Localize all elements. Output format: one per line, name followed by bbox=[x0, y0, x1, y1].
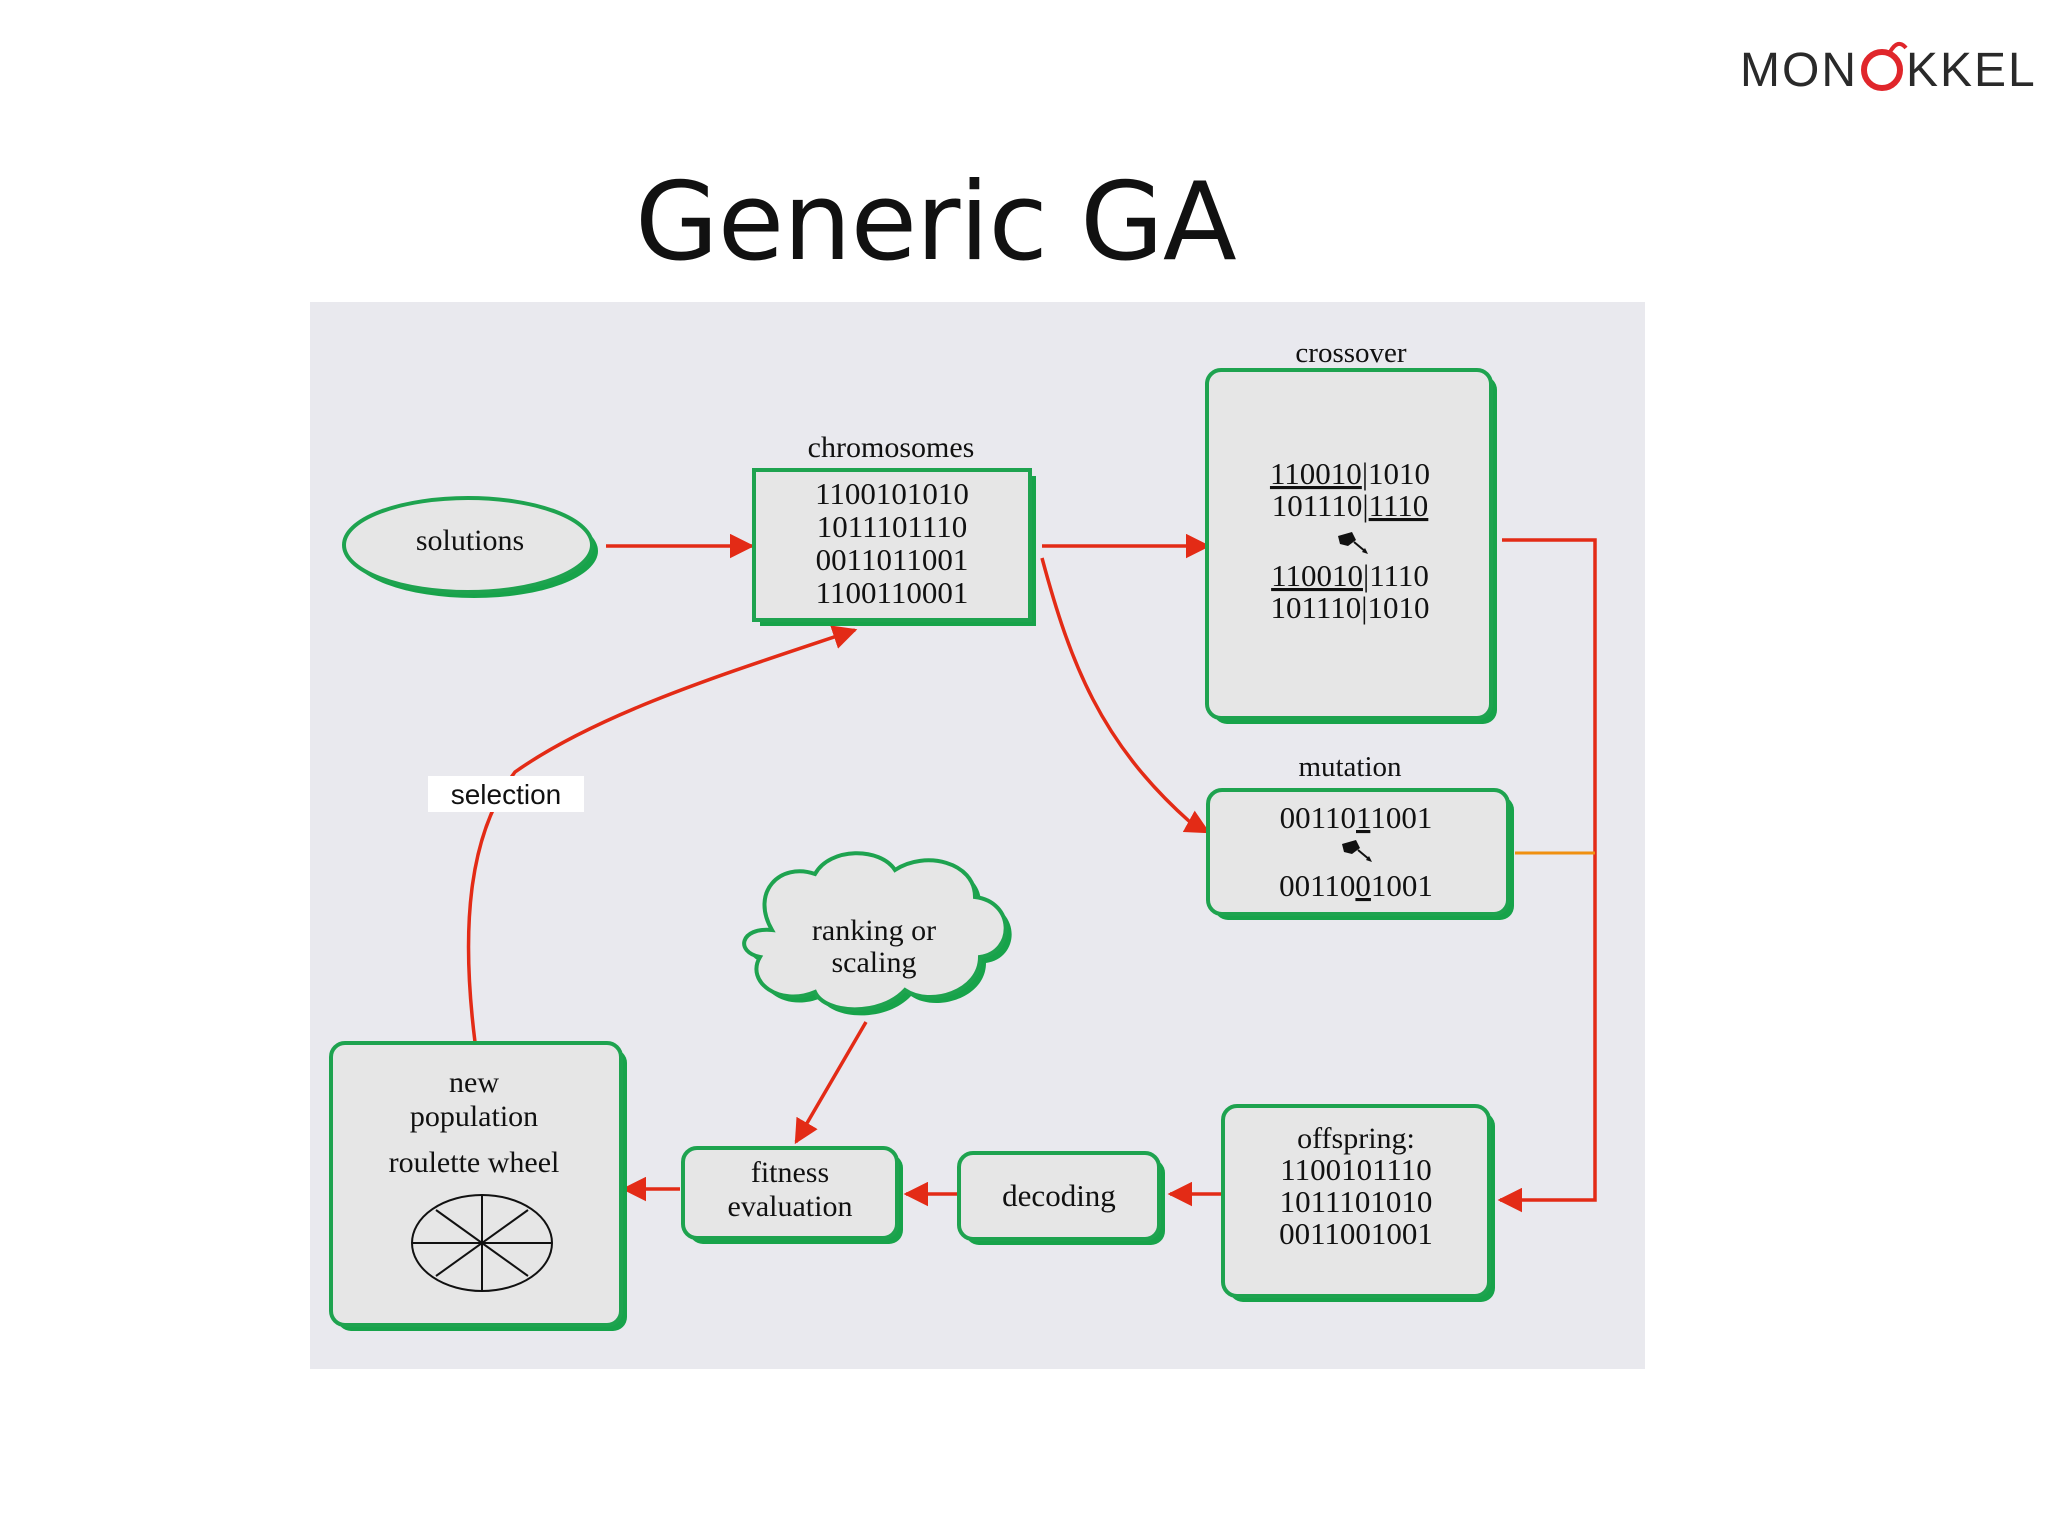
edge-chromosomes-mutation bbox=[1040, 557, 1211, 834]
new-population-line1: new bbox=[449, 1066, 499, 1099]
mutation-before-row: 0011011001 bbox=[1280, 800, 1433, 835]
mutation-arrow-icon bbox=[1342, 840, 1372, 862]
node-chromosomes: chromosomes 1100101010 1011101110 001101… bbox=[752, 431, 1036, 626]
new-population-line3: roulette wheel bbox=[389, 1146, 560, 1179]
logo-eye-chain bbox=[1888, 41, 1908, 54]
fitness-label-line1: fitness bbox=[751, 1156, 829, 1189]
edge-ranking-fitness bbox=[794, 1021, 868, 1145]
node-new-population: new population roulette wheel bbox=[329, 1041, 627, 1331]
logo-text-left: MON bbox=[1740, 44, 1858, 97]
crossover-after-row: 101110|1010 bbox=[1271, 590, 1430, 625]
mutation-after-row: 0011001001 bbox=[1279, 868, 1433, 903]
node-crossover: crossover 110010|1010 101110|1110 110010… bbox=[1205, 337, 1497, 724]
logo-eye-icon bbox=[1861, 49, 1903, 91]
node-mutation: mutation 0011011001 0011001001 bbox=[1206, 751, 1514, 920]
offspring-label: offspring: bbox=[1297, 1122, 1415, 1155]
node-ranking-cloud: ranking or scaling bbox=[742, 851, 1012, 1016]
ranking-label-line2: scaling bbox=[832, 946, 917, 979]
decoding-label: decoding bbox=[1002, 1178, 1116, 1213]
chromosome-row: 1100110001 bbox=[816, 575, 969, 610]
crossover-after-row: 110010|1110 bbox=[1271, 558, 1429, 593]
edge-newpop-chromosomes bbox=[466, 625, 858, 1043]
ranking-label-line1: ranking or bbox=[812, 914, 936, 947]
roulette-wheel-icon bbox=[411, 1194, 553, 1292]
monokkel-logo: MON KKEL bbox=[1740, 41, 2037, 97]
solutions-label: solutions bbox=[416, 524, 524, 557]
offspring-row: 1011101010 bbox=[1280, 1184, 1433, 1219]
crossover-before-row: 110010|1010 bbox=[1270, 456, 1430, 491]
fitness-label-line2: evaluation bbox=[728, 1190, 853, 1223]
node-offspring: offspring: 1100101110 1011101010 0011001… bbox=[1221, 1104, 1495, 1302]
chromosome-row: 1100101010 bbox=[815, 476, 969, 511]
chromosome-row: 0011011001 bbox=[816, 542, 969, 577]
crossover-arrow-icon bbox=[1338, 532, 1368, 554]
node-decoding: decoding bbox=[957, 1151, 1165, 1245]
new-population-line2: population bbox=[410, 1100, 538, 1133]
slide-title: Generic GA bbox=[635, 160, 1237, 285]
ga-flowchart: solutions chromosomes 1100101010 1011101… bbox=[329, 337, 1597, 1331]
node-solutions: solutions bbox=[342, 496, 598, 598]
logo-text-right: KKEL bbox=[1906, 44, 2037, 97]
crossover-title: crossover bbox=[1295, 337, 1406, 369]
offspring-row: 1100101110 bbox=[1280, 1152, 1432, 1187]
offspring-row: 0011001001 bbox=[1279, 1216, 1433, 1251]
crossover-before-row: 101110|1110 bbox=[1272, 488, 1429, 523]
chromosomes-title: chromosomes bbox=[808, 431, 975, 464]
ga-diagram: solutions chromosomes 1100101010 1011101… bbox=[310, 302, 1645, 1369]
selection-label-box: selection bbox=[428, 776, 584, 812]
mutation-title: mutation bbox=[1298, 751, 1402, 783]
node-fitness: fitness evaluation bbox=[681, 1146, 903, 1244]
chromosome-row: 1011101110 bbox=[817, 509, 967, 544]
selection-label: selection bbox=[451, 779, 562, 810]
edge-crossover-offspring bbox=[1497, 538, 1597, 1213]
